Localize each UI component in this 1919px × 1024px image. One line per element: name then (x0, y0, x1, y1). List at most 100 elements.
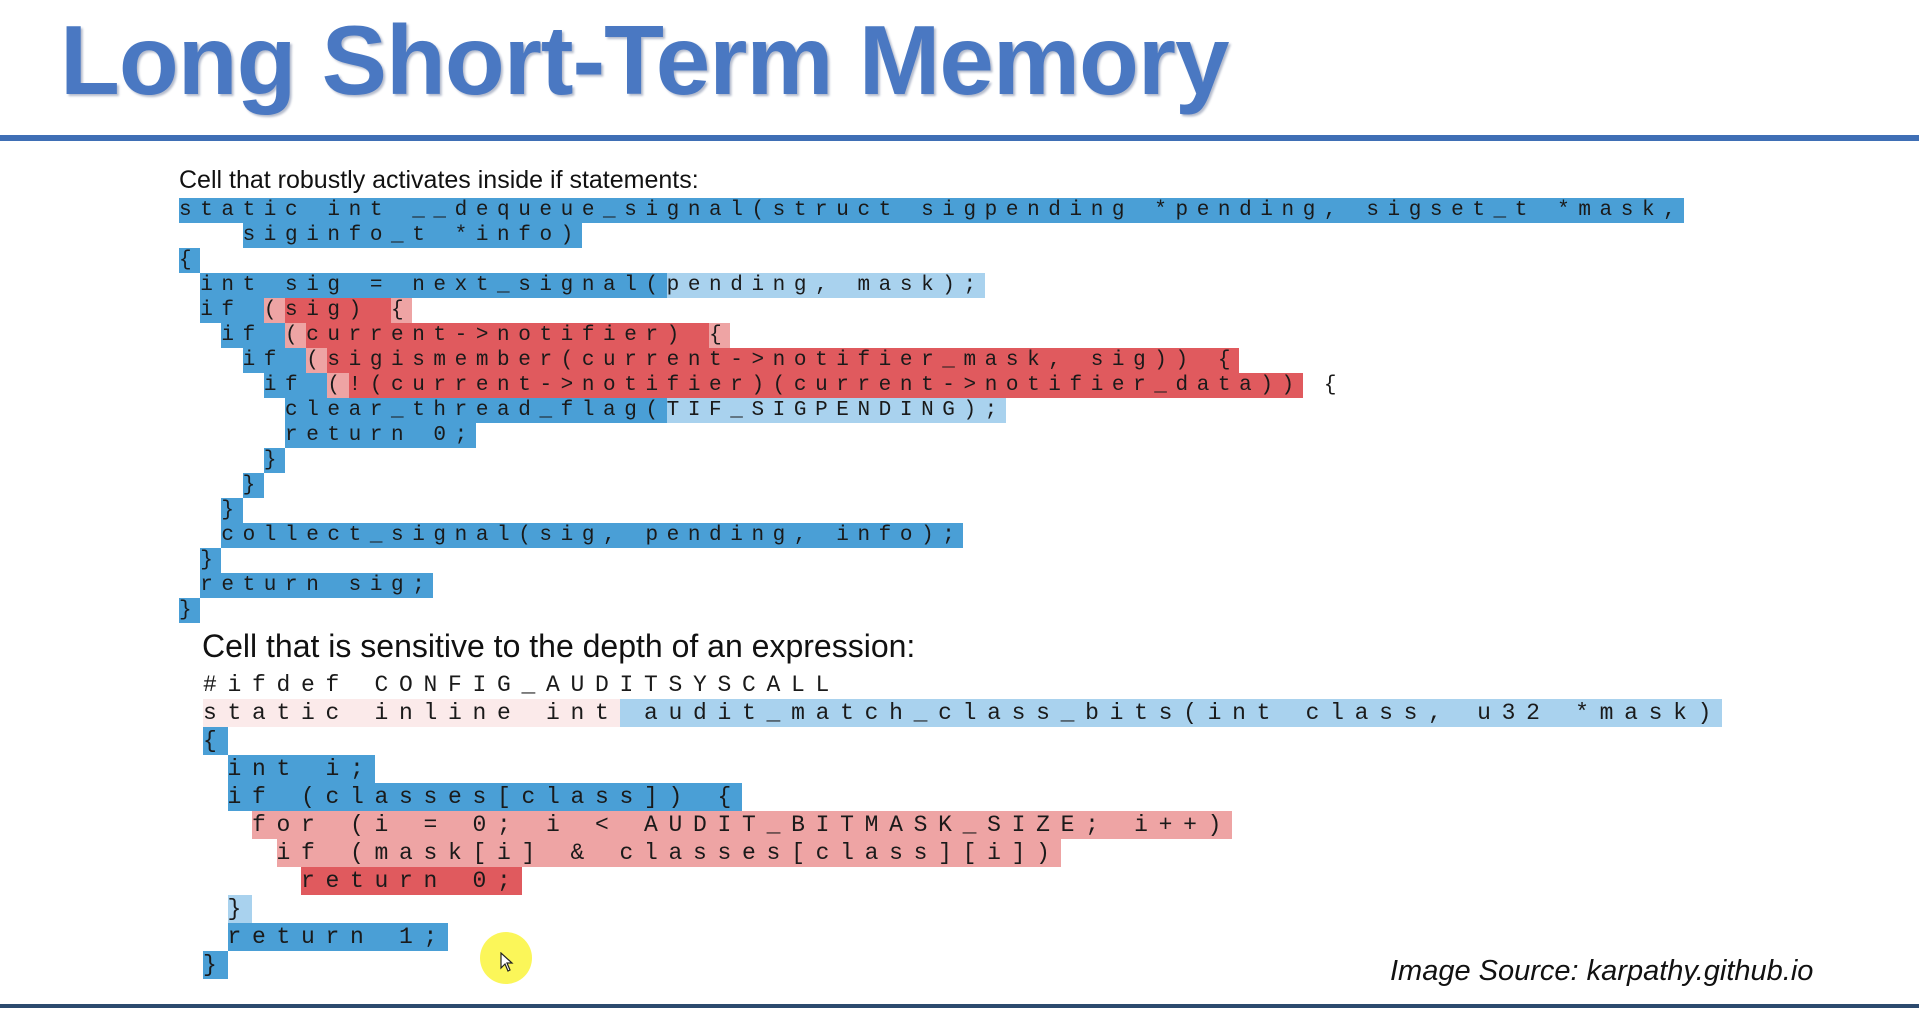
code-line: } (179, 448, 1684, 473)
code-line: } (203, 895, 1722, 923)
code-line: int i; (203, 755, 1722, 783)
code-segment (179, 498, 221, 523)
code-segment: return 0; (285, 423, 476, 448)
code-segment: (current->notifier_data)) (772, 373, 1303, 398)
code-segment: } (200, 548, 222, 573)
footer-divider (0, 1004, 1919, 1008)
mouse-cursor-highlight (480, 932, 532, 984)
code-line: if (!(current->notifier)(current->notifi… (179, 373, 1684, 398)
code-line: collect_signal(sig, pending, info); (179, 523, 1684, 548)
code-segment: } (242, 473, 264, 498)
code-segment: static int __dequeue_signal(struct sigpe… (179, 198, 1685, 223)
code-segment (179, 223, 243, 248)
code-line: static int __dequeue_signal(struct sigpe… (179, 198, 1685, 223)
code-segment: current->notifier) (306, 323, 710, 348)
code-line: static inline int audit_match_class_bits… (203, 699, 1723, 727)
code-segment: { (1302, 374, 1346, 397)
code-segment: !(current->notifier) (348, 373, 773, 398)
code-line: return 1; (203, 923, 1722, 951)
code-segment (179, 373, 264, 398)
code-segment: { (709, 323, 731, 348)
code-segment: { (391, 298, 413, 323)
code-segment: } (203, 951, 228, 979)
section1-heading: Cell that robustly activates inside if s… (179, 166, 699, 194)
code-segment: } (179, 598, 201, 623)
code-segment: return 1; (227, 923, 449, 951)
code-segment: if (242, 348, 307, 373)
code-segment (179, 548, 200, 573)
code-segment (203, 811, 252, 839)
code-line: if (sigismember(current->notifier_mask, … (179, 348, 1684, 373)
code-segment: if (200, 298, 264, 323)
code-segment: int i; (227, 755, 375, 783)
code-segment: collect_signal(sig, pending, info); (221, 523, 964, 548)
code-line: { (203, 727, 1722, 755)
code-line: for (i = 0; i < AUDIT_BITMASK_SIZE; i++) (203, 811, 1722, 839)
code-segment: for (i = 0; i < AUDIT_BITMASK_SIZE; i++) (252, 811, 1233, 839)
code-line: } (179, 598, 1684, 623)
code-segment (179, 298, 200, 323)
code-segment (179, 273, 200, 298)
code-segment (203, 783, 228, 811)
code-segment (179, 398, 285, 423)
code-line: } (179, 473, 1684, 498)
code-line: } (179, 498, 1684, 523)
section2-heading: Cell that is sensitive to the depth of a… (202, 628, 916, 664)
code-segment (179, 348, 243, 373)
code-segment (203, 867, 301, 895)
code-segment: pending, mask); (666, 273, 985, 298)
code-line: if (classes[class]) { (203, 783, 1722, 811)
code-segment: clear_thread_flag( (285, 398, 667, 423)
code-line: siginfo_t *info) (179, 223, 1684, 248)
code-line: } (203, 951, 1722, 979)
code-segment (179, 423, 285, 448)
code-segment (179, 448, 264, 473)
code-segment (179, 323, 221, 348)
code-segment: if (classes[class]) { (227, 783, 743, 811)
code-segment: ( (306, 348, 328, 373)
code-block-if-statements: static int __dequeue_signal(struct sigpe… (179, 198, 1685, 623)
code-segment (203, 923, 228, 951)
code-line: if (current->notifier) { (179, 323, 1684, 348)
code-segment: audit_match_class_bits(int class, u32 *m… (619, 699, 1723, 727)
code-line: int sig = next_signal(pending, mask); (179, 273, 1684, 298)
title-divider (0, 135, 1919, 141)
code-segment: sigismember(current->notifier_mask, sig)… (327, 348, 1240, 373)
code-segment: } (227, 895, 253, 923)
code-line: } (179, 548, 1684, 573)
code-segment: TIF_SIGPENDING); (666, 398, 1006, 423)
code-segment: } (263, 448, 286, 473)
code-line: return 0; (179, 423, 1684, 448)
code-segment: #ifdef CONFIG_AUDITSYSCALL (203, 672, 841, 698)
code-segment: if (221, 323, 286, 348)
code-line: clear_thread_flag(TIF_SIGPENDING); (179, 398, 1684, 423)
code-segment: static inline int (203, 699, 620, 727)
code-segment: ( (327, 373, 349, 398)
code-segment: return sig; (200, 573, 434, 598)
code-line: if (mask[i] & classes[class][i]) (203, 839, 1722, 867)
image-source-caption: Image Source: karpathy.github.io (1390, 955, 1814, 987)
code-segment: ( (285, 323, 307, 348)
code-line: { (179, 248, 1684, 273)
code-segment (203, 755, 228, 783)
code-line: return 0; (203, 867, 1722, 895)
code-segment: if (mask[i] & classes[class][i]) (276, 839, 1061, 867)
code-segment: { (203, 727, 228, 755)
code-segment (203, 895, 228, 923)
code-segment (203, 839, 277, 867)
code-segment (179, 473, 243, 498)
code-segment: } (221, 498, 243, 523)
cursor-arrow-icon (500, 952, 514, 972)
code-segment: if (263, 373, 328, 398)
code-line: if (sig) { (179, 298, 1684, 323)
code-line: return sig; (179, 573, 1684, 598)
code-segment: { (179, 248, 201, 273)
code-segment: return 0; (301, 867, 522, 895)
code-line: #ifdef CONFIG_AUDITSYSCALL (203, 671, 1722, 699)
code-segment (179, 523, 221, 548)
slide-title: Long Short-Term Memory (60, 5, 1230, 115)
code-segment: int sig = next_signal( (200, 273, 667, 298)
code-segment (179, 573, 200, 598)
code-segment: ( (263, 298, 286, 323)
